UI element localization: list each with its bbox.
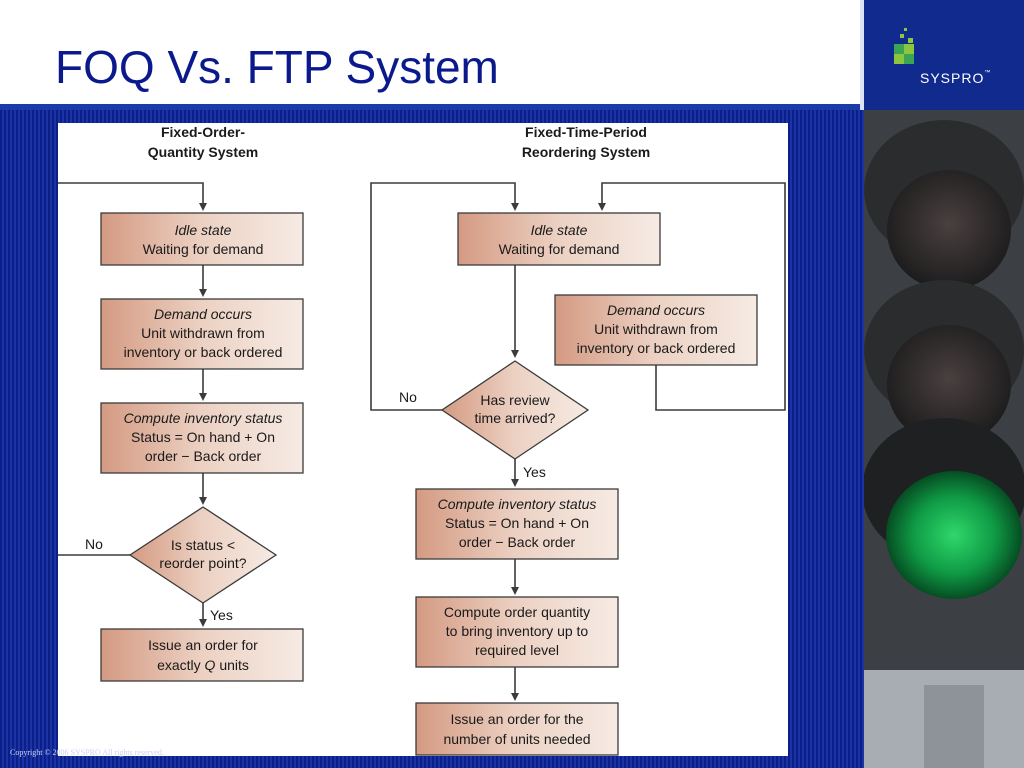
ftp-idle-box bbox=[457, 212, 661, 266]
foq-issue-text-1: Issue an order for bbox=[148, 637, 258, 653]
ftp-order-qty-text-1: Compute order quantity bbox=[444, 604, 590, 620]
foq-idle-text: Waiting for demand bbox=[143, 241, 264, 257]
ftp-idle-text: Waiting for demand bbox=[499, 241, 620, 257]
ftp-idle-title: Idle state bbox=[531, 222, 588, 238]
foq-decision-text-2: reorder point? bbox=[159, 555, 246, 571]
ftp-order-qty-text-3: required level bbox=[475, 642, 559, 658]
ftp-no-label: No bbox=[399, 389, 417, 405]
ftp-issue-box bbox=[415, 702, 619, 756]
logo-panel: SYSPRO™ bbox=[860, 0, 1024, 110]
ftp-demand-text-1: Unit withdrawn from bbox=[594, 321, 718, 337]
foq-idle-title: Idle state bbox=[175, 222, 232, 238]
foq-no-label: No bbox=[85, 536, 103, 552]
syspro-logo-icon bbox=[894, 28, 914, 64]
foq-demand-text-1: Unit withdrawn from bbox=[141, 325, 265, 341]
foq-compute-title: Compute inventory status bbox=[124, 410, 283, 426]
ftp-compute-box bbox=[415, 488, 619, 560]
foq-issue-text-2: exactly Q units bbox=[157, 657, 249, 673]
ftp-decision-text-2: time arrived? bbox=[475, 410, 556, 426]
ftp-demand-title: Demand occurs bbox=[607, 302, 705, 318]
foq-issue-box bbox=[100, 628, 304, 682]
traffic-light-photo bbox=[864, 110, 1024, 768]
copyright-footer: Copyright © 2006 SYSPRO All rights reser… bbox=[10, 748, 164, 757]
foq-title-line-2: Quantity System bbox=[148, 144, 258, 160]
ftp-compute-text-1: Status = On hand + On bbox=[445, 515, 589, 531]
ftp-issue-text-2: number of units needed bbox=[443, 731, 590, 747]
foq-demand-box bbox=[100, 298, 304, 370]
logo-wordmark: SYSPRO™ bbox=[920, 70, 992, 86]
foq-demand-title: Demand occurs bbox=[154, 306, 252, 322]
ftp-title-line-1: Fixed-Time-Period bbox=[525, 124, 647, 140]
ftp-order-qty-text-2: to bring inventory up to bbox=[446, 623, 589, 639]
ftp-no-loop-arrow bbox=[370, 182, 519, 411]
ftp-demand-text-2: inventory or back ordered bbox=[577, 340, 736, 356]
flowchart-figure: Fixed-Order- Quantity System Idle state … bbox=[58, 123, 788, 756]
foq-demand-text-2: inventory or back ordered bbox=[124, 344, 283, 360]
ftp-yes-label: Yes bbox=[523, 464, 546, 480]
foq-title-line-1: Fixed-Order- bbox=[161, 124, 245, 140]
traffic-light-image bbox=[864, 110, 1024, 768]
header-divider bbox=[0, 104, 860, 110]
flowchart-diagram: Fixed-Order- Quantity System Idle state … bbox=[58, 124, 786, 756]
foq-compute-box bbox=[100, 402, 304, 474]
foq-idle-box bbox=[100, 212, 304, 266]
slide-header: FOQ Vs. FTP System bbox=[0, 0, 858, 108]
slide-title: FOQ Vs. FTP System bbox=[55, 41, 499, 93]
ftp-order-qty-box bbox=[415, 596, 619, 668]
ftp-decision-text-1: Has review bbox=[480, 392, 550, 408]
foq-compute-text-2: order − Back order bbox=[145, 448, 262, 464]
ftp-demand-box bbox=[554, 294, 758, 366]
ftp-issue-text-1: Issue an order for the bbox=[450, 711, 583, 727]
ftp-compute-title: Compute inventory status bbox=[438, 496, 597, 512]
foq-compute-text-1: Status = On hand + On bbox=[131, 429, 275, 445]
ftp-compute-text-2: order − Back order bbox=[459, 534, 576, 550]
foq-loop-arrow bbox=[58, 182, 207, 211]
foq-yes-label: Yes bbox=[210, 607, 233, 623]
foq-decision-text-1: Is status < bbox=[171, 537, 235, 553]
ftp-demand-loop-arrow bbox=[598, 182, 786, 411]
ftp-title-line-2: Reordering System bbox=[522, 144, 650, 160]
